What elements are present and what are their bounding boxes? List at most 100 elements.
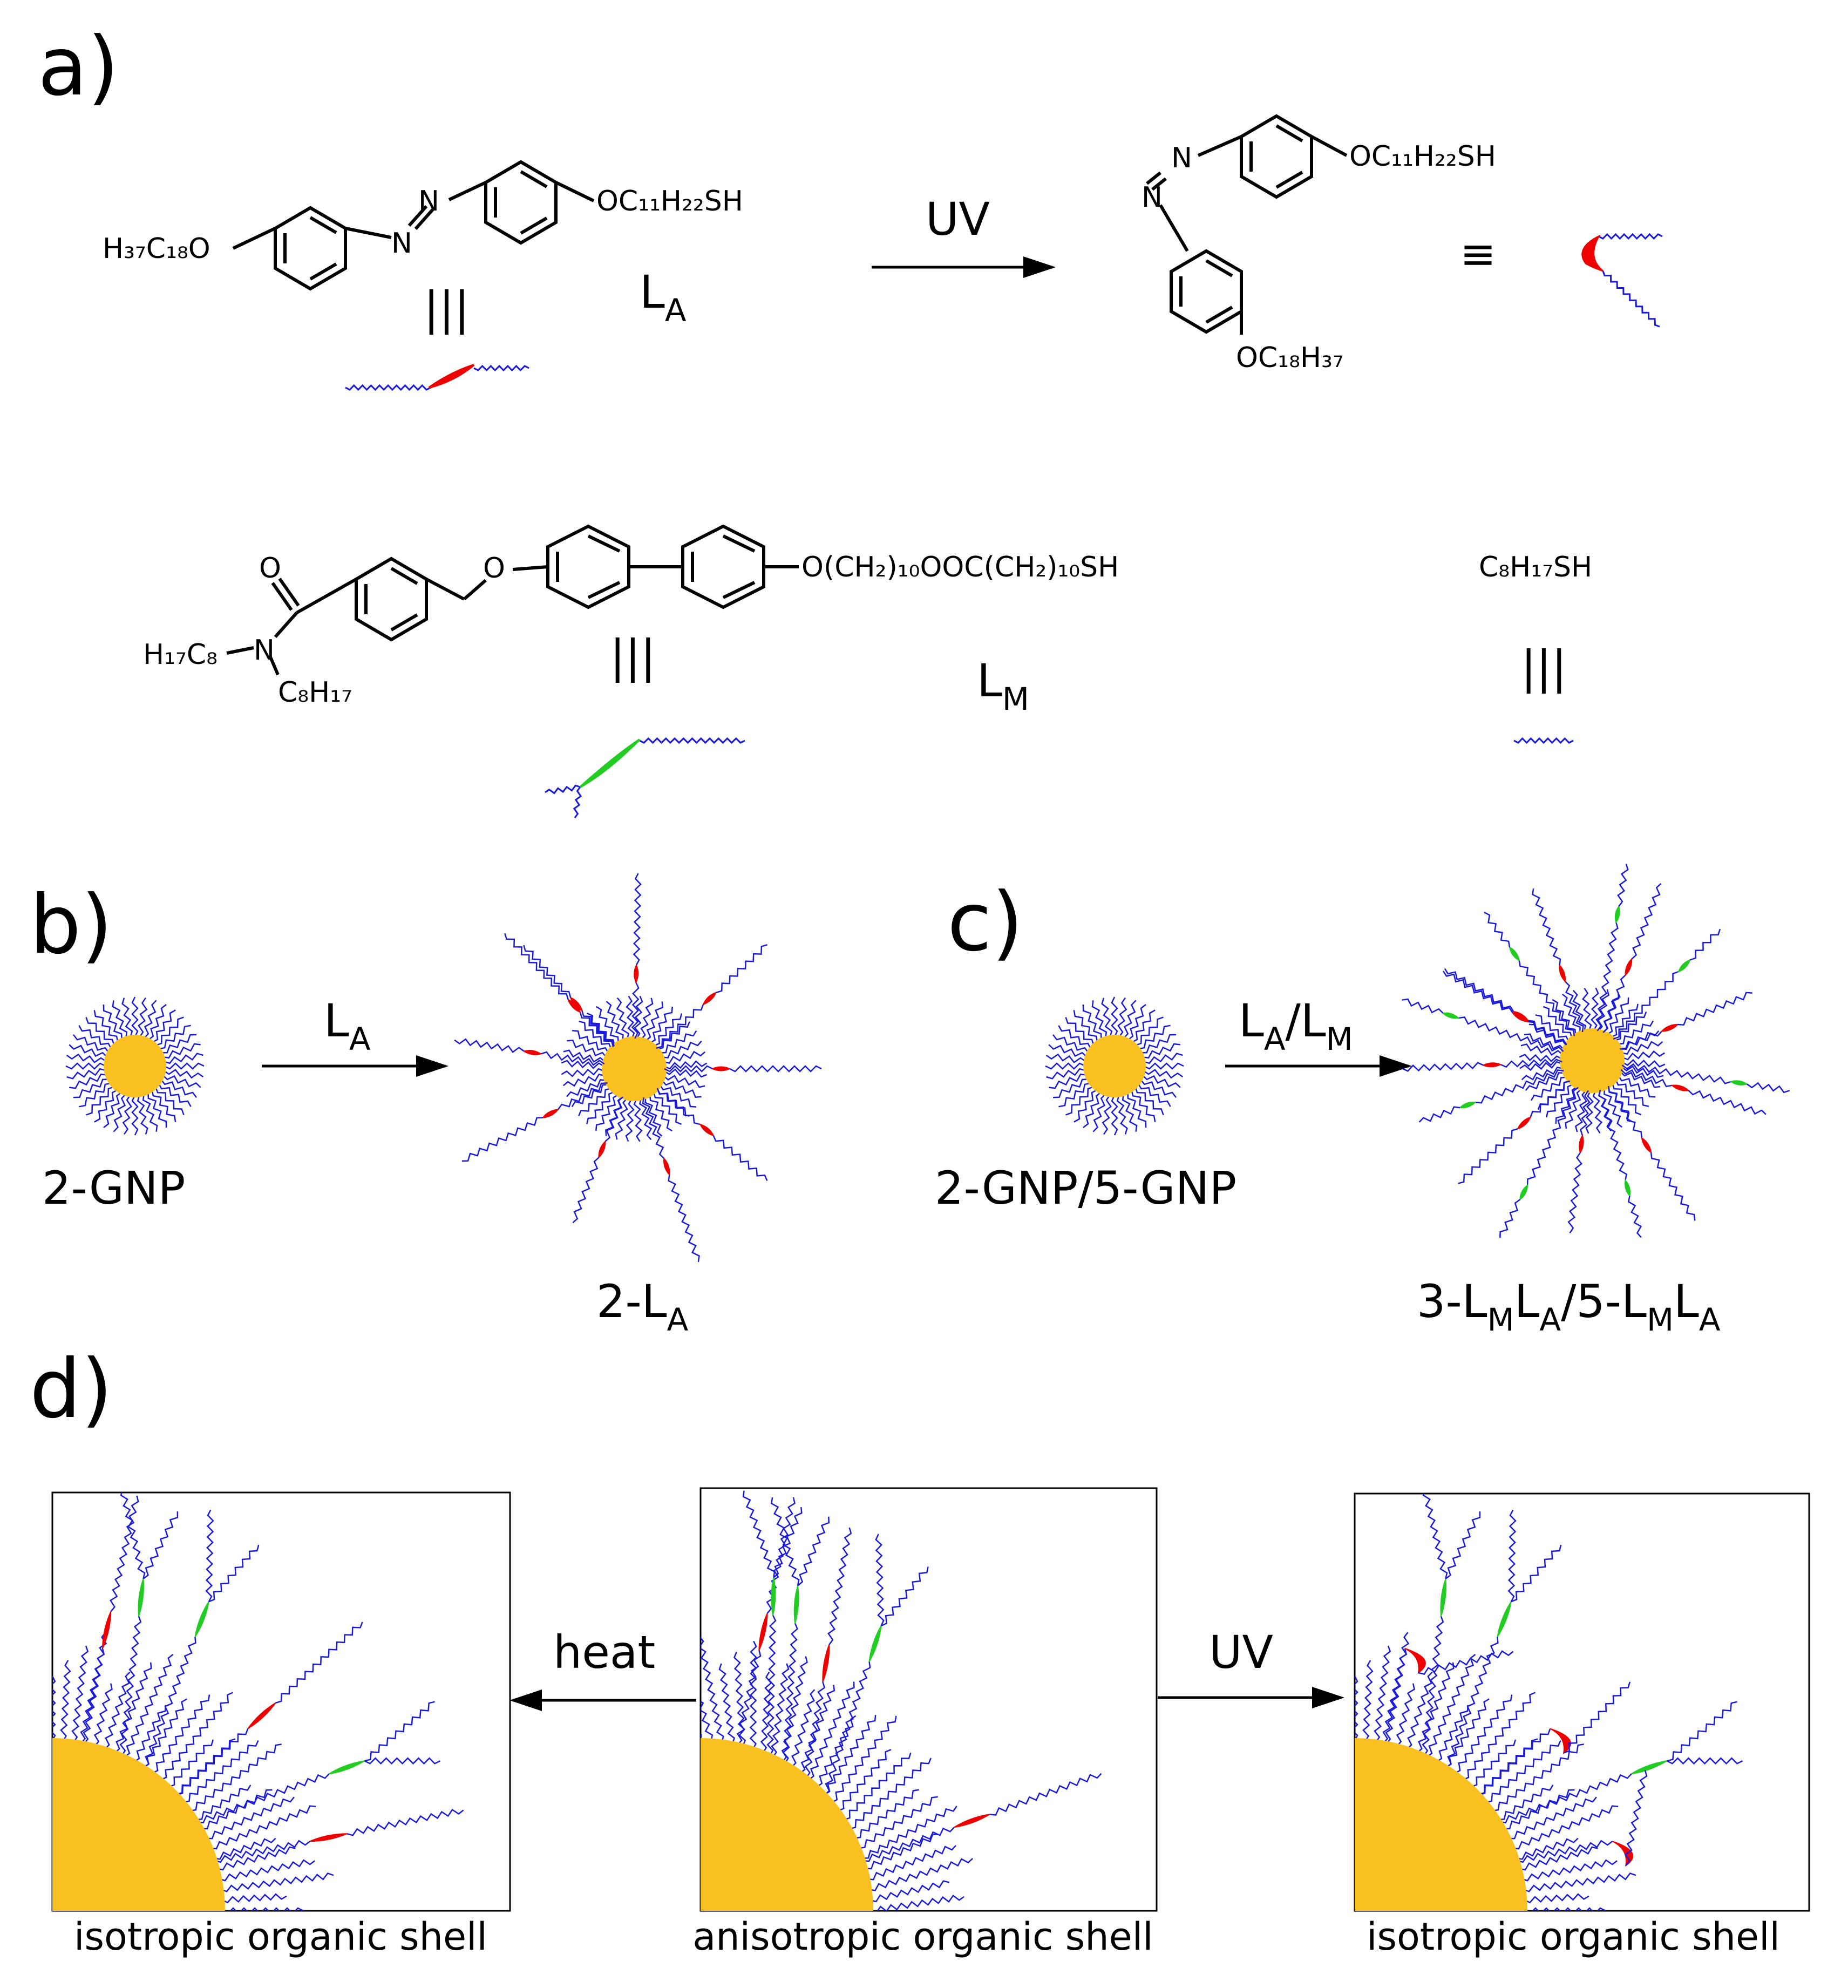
azobenzene-unit [1641,1136,1652,1154]
alkyl-chain [1484,911,1511,948]
alkyl-chain [718,1663,736,1745]
alkyl-chain [1402,998,1444,1014]
product-c-label-part: M [1647,1301,1674,1338]
alkyl-chain [1445,1698,1490,1768]
panel-a-label: a) [38,20,119,114]
azobenzene-unit [699,1123,715,1137]
alkyl-chain [1595,922,1619,1032]
alkyl-chain [1422,1494,1448,1579]
alkyl-chain [634,995,643,1039]
shell-content [52,1492,464,1911]
alkyl-chain [631,982,640,1039]
alkyl-chain [701,1637,724,1742]
c8-thiol: C₈H₁₇SH [1479,551,1592,583]
alkyl-chain [1519,1846,1598,1871]
cis-right-group: OC₁₁H₂₂SH [1349,140,1496,173]
alkyl-chain [1458,1128,1518,1184]
alkyl-chain [791,1689,816,1768]
alkyl-chain [121,998,133,1038]
alkyl-chain [1746,1082,1790,1094]
alkyl-chain [162,1043,201,1059]
alkyl-chain [60,1660,71,1742]
alkyl-chain [122,1094,132,1135]
alkyl-chain [595,1094,619,1131]
alkyl-chain [662,1040,702,1059]
gnp-2-particle [65,996,205,1136]
alkyl-chain [1123,1000,1137,1039]
alkyl-chain [454,1038,525,1053]
alkyl-chain [1426,1654,1476,1758]
alkyl-chain [1402,1062,1484,1072]
alkyl-chain [766,1497,796,1614]
alkyl-chain [1479,1728,1551,1796]
alkyl-chain [581,1010,615,1047]
alkyl-chain [1666,1757,1743,1765]
alkyl-chain [1122,1094,1138,1132]
alkyl-chain [1567,1152,1582,1234]
heat-label: heat [553,1626,655,1679]
alkyl-chain [572,1157,600,1224]
alkyl-chain [1134,1086,1164,1115]
alkyl-chain [579,1020,612,1050]
alkyl-chain [1574,1090,1588,1132]
lm-structure [226,524,799,676]
alkyl-chain [561,1060,604,1069]
alkyl-chain [1407,1671,1433,1750]
alkyl-chain [1073,1010,1098,1043]
alkyl-chain [1617,864,1629,907]
alkyl-chain [142,1511,179,1579]
alkyl-chain [1101,998,1113,1038]
alkyl-chain [595,1006,620,1043]
alkyl-chain [1143,1069,1184,1079]
alkyl-chain [989,1773,1102,1816]
alkyl-chain [1092,1093,1106,1132]
alkyl-chain [142,1094,158,1132]
alkyl-chain [1374,1645,1391,1743]
gnp-2-label: 2-GNP [42,1162,185,1214]
alkyl-chain [152,1694,210,1774]
alkyl-chain [1604,1088,1622,1128]
alkyl-chain [1592,1090,1603,1134]
alkyl-chain [824,1661,871,1796]
alkyl-chain [346,1808,464,1836]
alkyl-chain [1526,1087,1579,1185]
alkyl-chain [656,1088,701,1125]
alkyl-chain [210,1805,316,1850]
alkyl-chain [1532,888,1561,966]
alkyl-chain [1565,981,1584,1033]
alkyl-chain [221,1893,287,1904]
cis-bottom-group: OC₁₈H₃₇ [1236,342,1344,374]
gold-core [104,1035,166,1097]
la-trans-structure [232,160,595,291]
azobenzene-unit [634,964,639,984]
alkyl-chain [557,1082,608,1110]
alkyl-chain [827,1527,852,1645]
alkyl-chain [85,1017,115,1046]
alkyl-chain [578,1088,612,1116]
alkyl-chain [1581,988,1592,1031]
alkyl-chain [824,1714,877,1795]
alkyl-chain [183,1740,259,1803]
alkyl-chain [664,1065,713,1073]
alkyl-chain [567,1039,607,1058]
alkyl-chain [664,1068,708,1078]
caption-anisotropic: anisotropic organic shell [692,1915,1153,1959]
alkyl-chain [831,1715,897,1803]
alkyl-chain [626,995,635,1039]
alkyl-chain [625,1098,635,1142]
alkyl-chain [1102,1094,1112,1135]
product-c-label-part: L [1674,1275,1699,1328]
alkyl-chain [1520,1043,1563,1056]
alkyl-chain [163,1053,203,1064]
alkyl-chain [663,1075,705,1088]
gnp-2-5-label: 2-GNP/5-GNP [935,1162,1236,1214]
gold-core [602,1036,667,1101]
alkyl-chain [1140,1034,1177,1054]
alkyl-chain [1117,997,1127,1038]
alkyl-chain [1585,1090,1594,1134]
alkyl-chain [1444,968,1514,1012]
alkyl-chain [1045,1053,1086,1063]
alkyl-chain [1143,1062,1184,1070]
alkyl-chain [770,1497,800,1586]
